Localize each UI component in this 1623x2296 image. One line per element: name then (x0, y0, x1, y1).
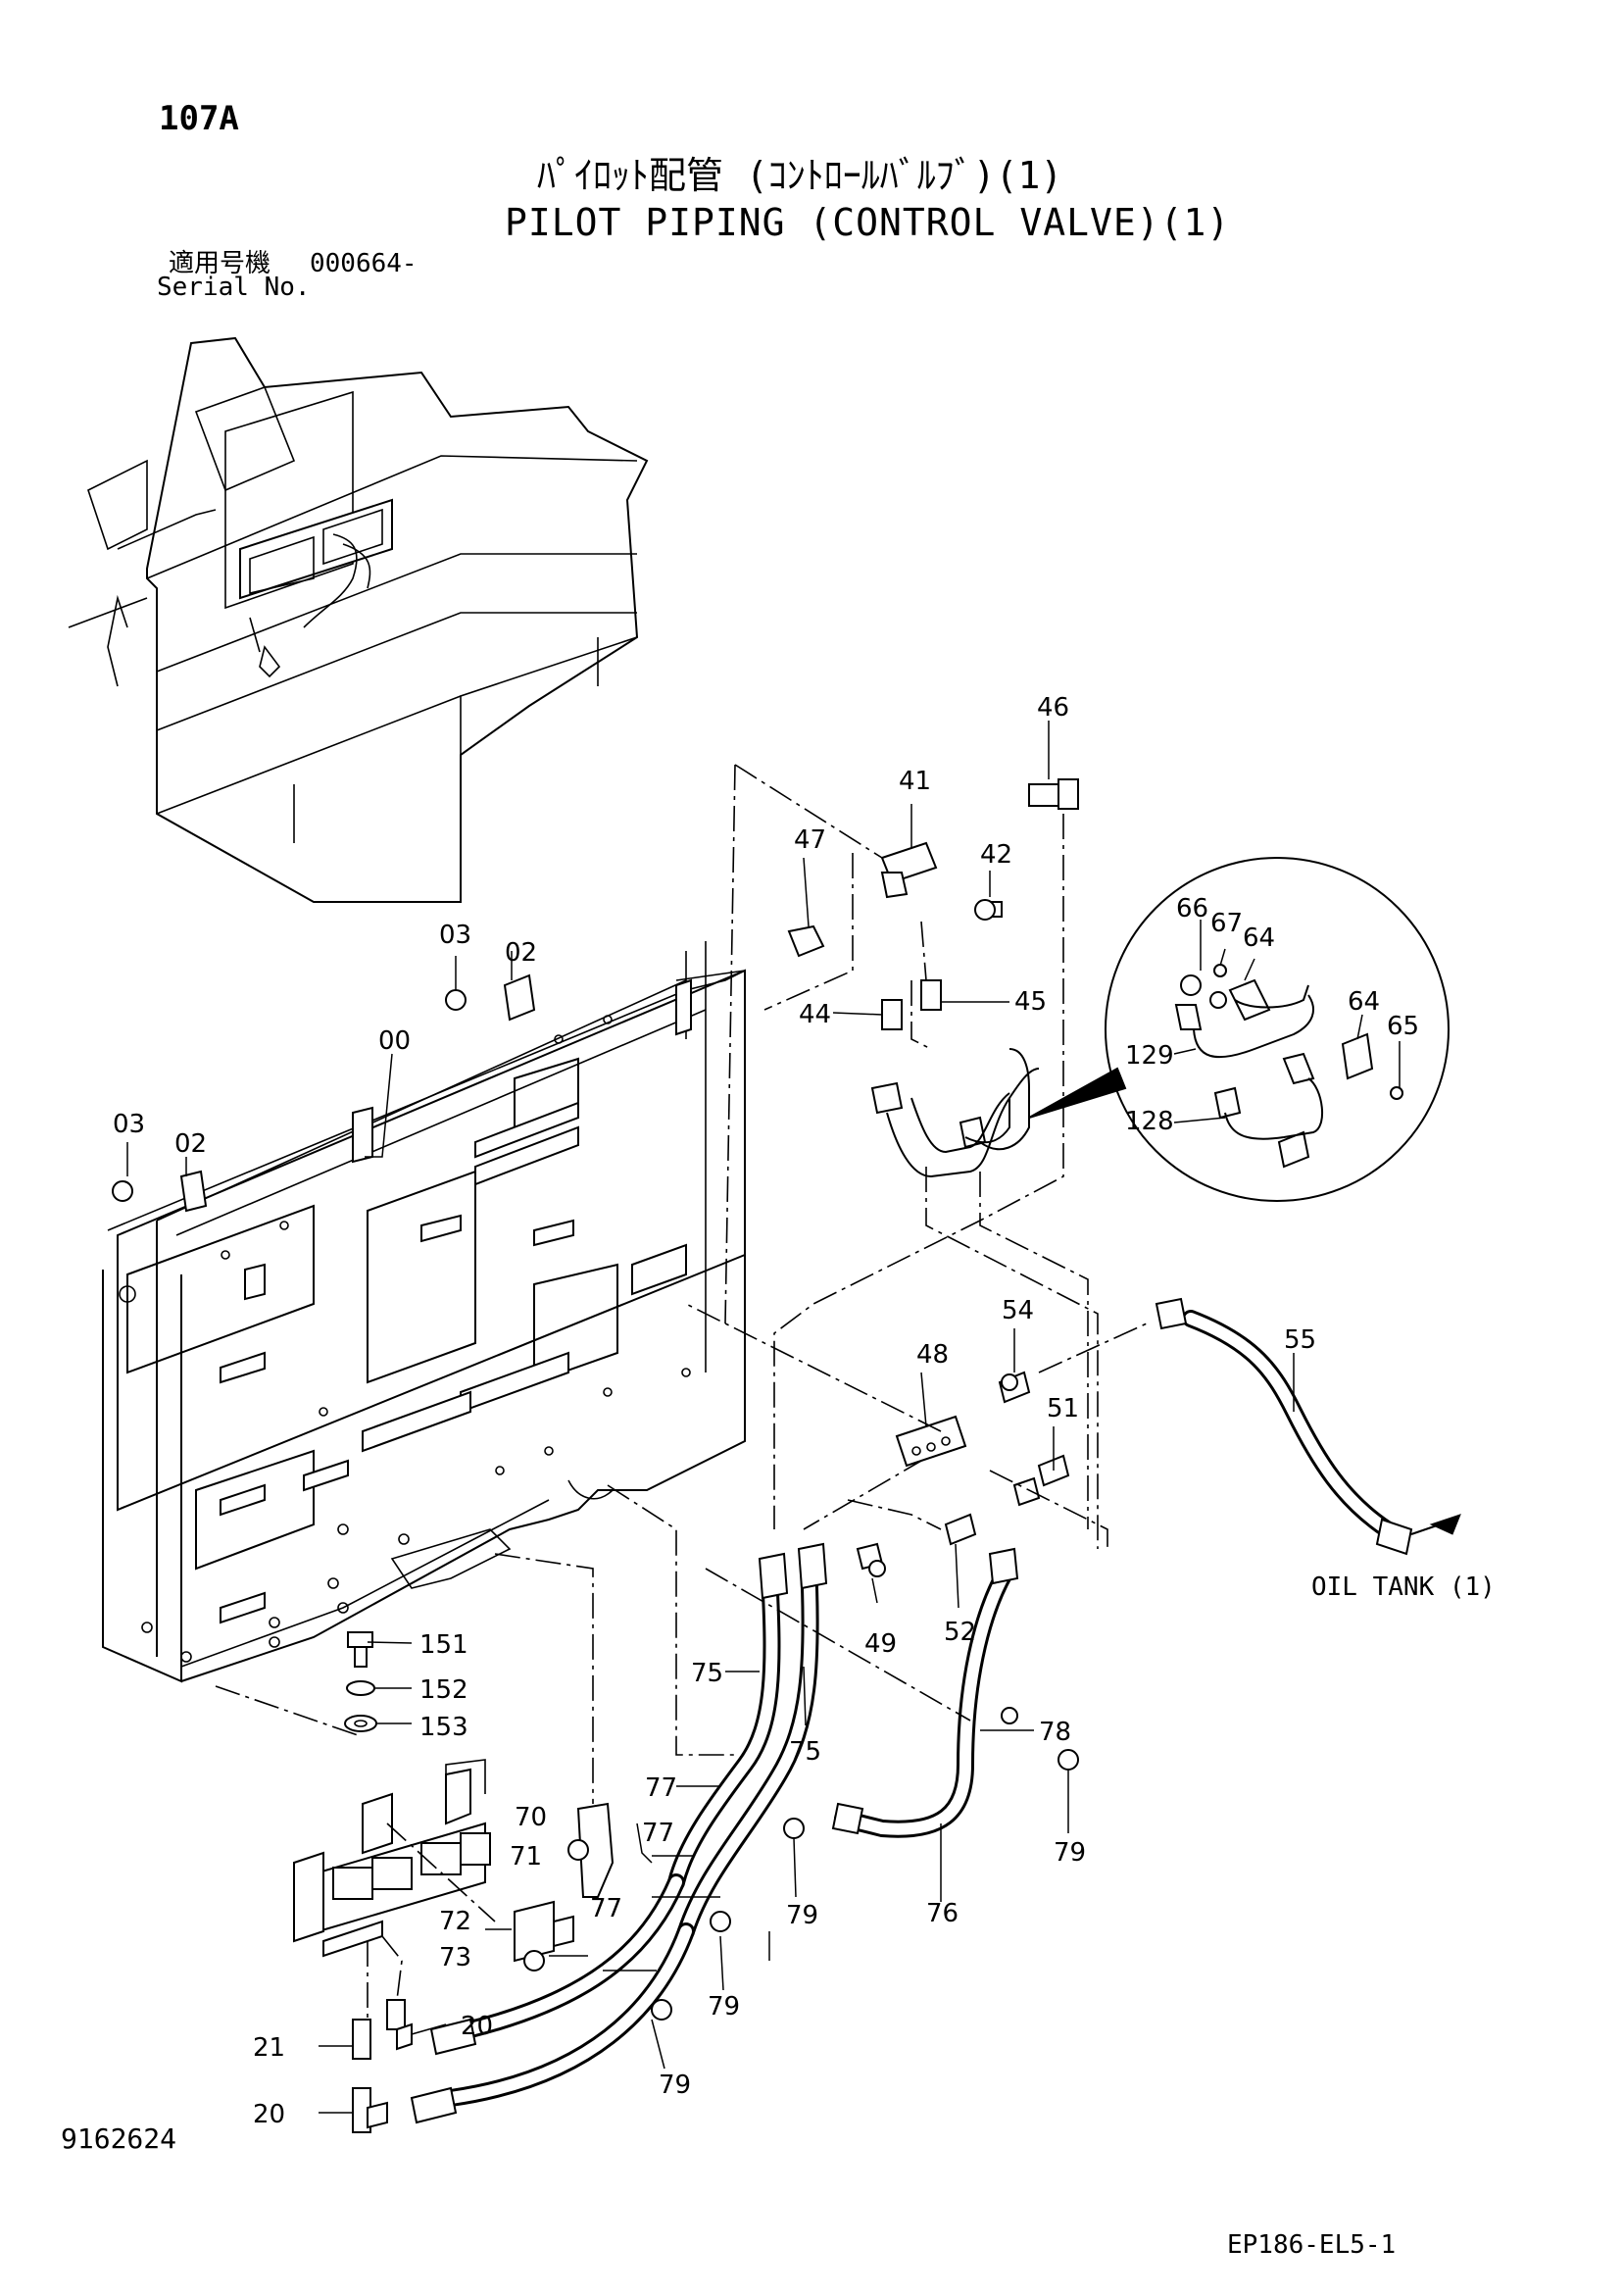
relation-lines (215, 764, 1148, 2020)
callout-71: 71 (510, 1842, 542, 1872)
callout-55: 55 (1284, 1325, 1316, 1355)
callout-75: 75 (789, 1737, 821, 1767)
callout-00: 00 (378, 1026, 411, 1056)
callout-151: 151 (419, 1630, 468, 1660)
oil-tank-reference: OIL TANK (1) (1311, 1572, 1496, 1602)
callout-52: 52 (944, 1618, 976, 1647)
callout-70: 70 (515, 1803, 547, 1832)
callout-67: 67 (1210, 909, 1243, 938)
callout-48: 48 (916, 1340, 949, 1370)
title-english: PILOT PIPING (CONTROL VALVE)(1) (505, 201, 1231, 244)
callout-75: 75 (691, 1659, 723, 1688)
serial-label-japanese: 適用号機 (169, 249, 271, 278)
callout-128: 128 (1125, 1107, 1174, 1136)
callout-152: 152 (419, 1675, 468, 1705)
callout-20: 20 (253, 2100, 285, 2129)
serial-label-english: Serial No. (157, 273, 311, 302)
callout-20: 20 (461, 2012, 493, 2041)
callout-47: 47 (794, 825, 826, 855)
callout-02: 02 (505, 938, 537, 968)
callout-78: 78 (1039, 1718, 1071, 1747)
callout-41: 41 (899, 767, 931, 796)
callout-73: 73 (439, 1943, 471, 1972)
callout-64: 64 (1348, 987, 1380, 1017)
callout-64: 64 (1243, 923, 1275, 953)
callout-153: 153 (419, 1713, 468, 1742)
callout-45: 45 (1014, 987, 1047, 1017)
callout-79: 79 (708, 1992, 740, 2021)
callout-21: 21 (253, 2033, 285, 2063)
callout-03: 03 (113, 1110, 145, 1139)
leader-lines (126, 721, 1401, 2114)
callout-49: 49 (864, 1629, 897, 1659)
drawing-code: EP186-EL5-1 (1227, 2230, 1397, 2260)
callout-51: 51 (1047, 1394, 1079, 1423)
callout-54: 54 (1002, 1296, 1034, 1325)
title-japanese: ﾊﾟｲﾛｯﾄ配管 (ｺﾝﾄﾛｰﾙﾊﾞﾙﾌﾞ)(1) (537, 154, 1063, 197)
catalog-number: 9162624 (61, 2122, 177, 2155)
callout-77: 77 (590, 1894, 622, 1923)
callout-42: 42 (980, 840, 1012, 870)
distribution-block (856, 1371, 1070, 1577)
callout-77: 77 (642, 1819, 674, 1848)
callout-77: 77 (645, 1773, 677, 1803)
callout-65: 65 (1387, 1012, 1419, 1041)
callout-79: 79 (659, 2071, 691, 2100)
callout-129: 129 (1125, 1041, 1174, 1071)
clamps (514, 1802, 615, 1972)
callout-02: 02 (174, 1129, 207, 1159)
control-valve-assembly (293, 1759, 491, 2133)
callout-79: 79 (786, 1901, 818, 1930)
callout-46: 46 (1037, 693, 1069, 723)
hoses (410, 1297, 1461, 2124)
callout-76: 76 (926, 1899, 959, 1928)
callout-numbers: 03 02 00 03 02 46 41 47 42 44 45 66 67 6… (113, 693, 1419, 2129)
page-number: 107A (159, 99, 239, 138)
valve-mounting-frame (102, 941, 746, 1683)
callout-72: 72 (439, 1907, 471, 1936)
callout-44: 44 (799, 1000, 831, 1029)
callout-79: 79 (1054, 1838, 1086, 1868)
machine-overview (68, 336, 649, 903)
detail-magnifier (1028, 857, 1450, 1202)
callout-66: 66 (1176, 894, 1208, 923)
callout-03: 03 (439, 921, 471, 950)
serial-number-value: 000664- (310, 249, 418, 278)
